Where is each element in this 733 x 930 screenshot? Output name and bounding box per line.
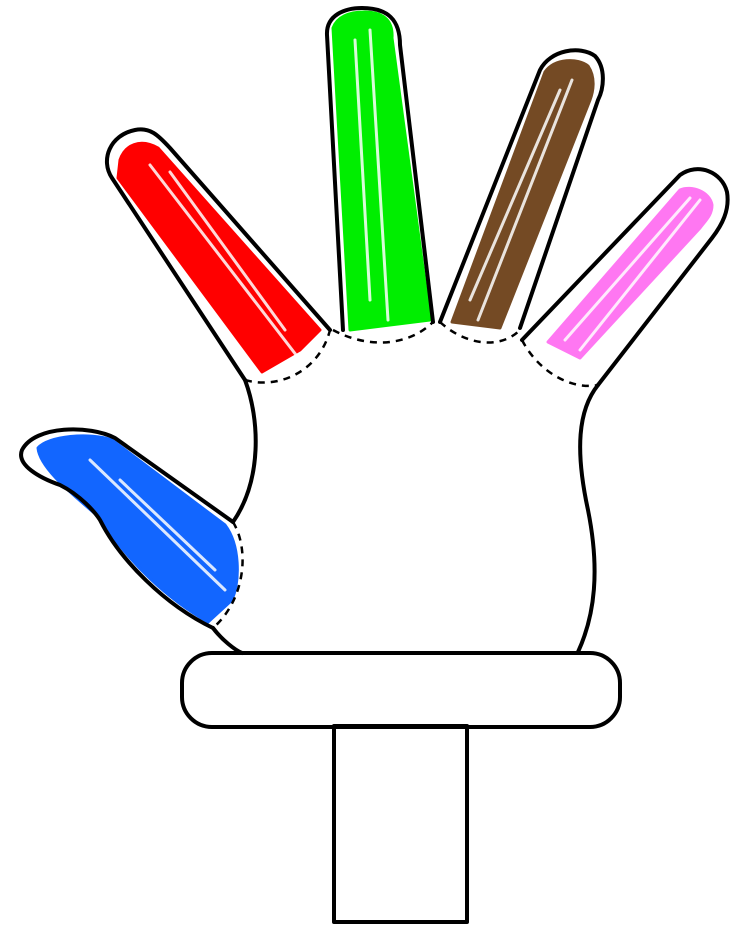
stand-base [182, 653, 620, 727]
thumb-color-fill [38, 436, 237, 622]
stand-post [334, 726, 467, 922]
